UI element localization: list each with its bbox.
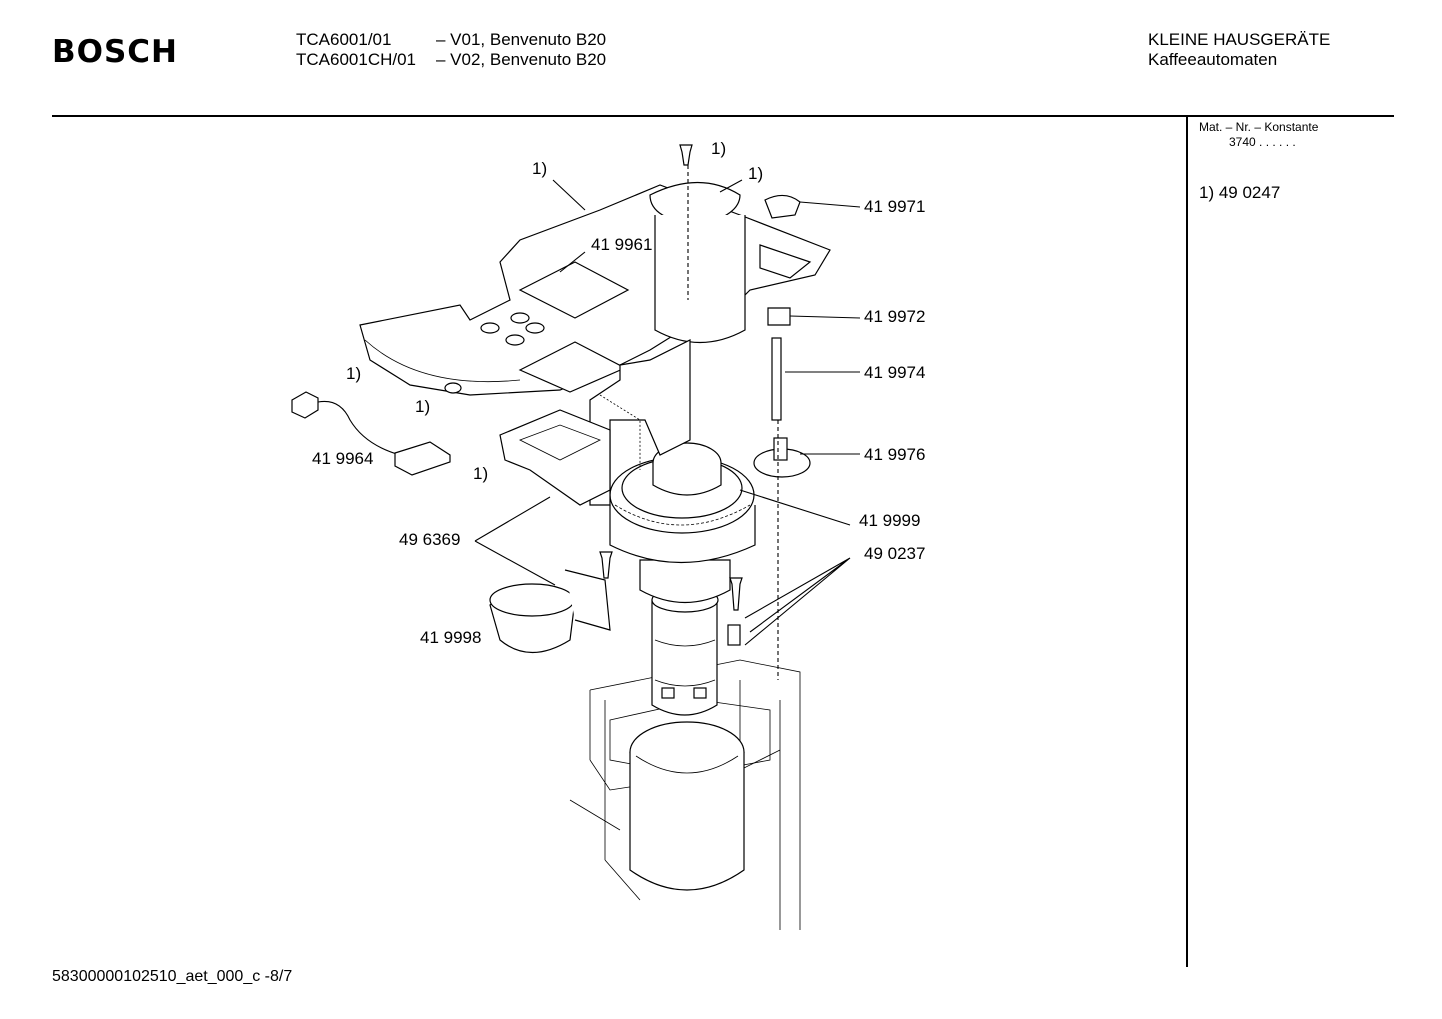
model-variant-1: – V01, Benvenuto B20 bbox=[436, 30, 607, 49]
water-tank bbox=[629, 721, 745, 891]
screws bbox=[444, 144, 743, 646]
dispensing-cup bbox=[489, 569, 611, 653]
model-number-1: TCA6001/01 bbox=[296, 30, 392, 49]
coffee-chute bbox=[589, 339, 691, 506]
model-number-2: TCA6001CH/01 bbox=[296, 50, 417, 69]
bean-hopper-tray bbox=[359, 181, 831, 396]
callout-419998: 41 9998 bbox=[420, 628, 481, 647]
callout-496369: 49 6369 bbox=[399, 530, 460, 549]
bosch-logo: BOSCH bbox=[52, 34, 179, 70]
grinder-motor bbox=[609, 505, 756, 716]
callout-419964: 41 9964 bbox=[312, 449, 373, 468]
document-footer-id: 58300000102510_aet_000_c -8/7 bbox=[52, 968, 293, 985]
callout-419976: 41 9976 bbox=[864, 445, 925, 464]
callout-419974: 41 9974 bbox=[864, 363, 925, 382]
material-number-value: 3740 . . . . . . bbox=[1229, 135, 1296, 149]
subcategory-title: Kaffeeautomaten bbox=[1148, 50, 1278, 69]
callout-419961: 41 9961 bbox=[591, 235, 652, 254]
callout-footnote-2: 1) bbox=[711, 139, 726, 158]
model-variant-2: – V02, Benvenuto B20 bbox=[436, 50, 607, 69]
funnel-box bbox=[499, 409, 611, 506]
callout-490237: 49 0237 bbox=[864, 544, 925, 563]
leader-lines bbox=[474, 165, 861, 680]
reed-sensor bbox=[291, 391, 451, 476]
spindle-pinion bbox=[753, 194, 811, 478]
callout-419999: 41 9999 bbox=[859, 511, 920, 530]
material-number-heading: Mat. – Nr. – Konstante bbox=[1199, 120, 1319, 134]
callout-footnote-1: 1) bbox=[532, 159, 547, 178]
callout-footnote-4: 1) bbox=[346, 364, 361, 383]
header-divider bbox=[52, 115, 1394, 117]
callout-footnote-5: 1) bbox=[415, 397, 430, 416]
footnote-reference: 1) 49 0247 bbox=[1199, 183, 1281, 202]
callout-419971: 41 9971 bbox=[864, 197, 925, 216]
side-panel-divider bbox=[1186, 117, 1188, 967]
callout-footnote-3: 1) bbox=[748, 164, 763, 183]
category-title: KLEINE HAUSGERÄTE bbox=[1148, 30, 1331, 49]
grinder-gear-ring bbox=[609, 442, 755, 534]
callout-footnote-6: 1) bbox=[473, 464, 488, 483]
callout-419972: 41 9972 bbox=[864, 307, 925, 326]
